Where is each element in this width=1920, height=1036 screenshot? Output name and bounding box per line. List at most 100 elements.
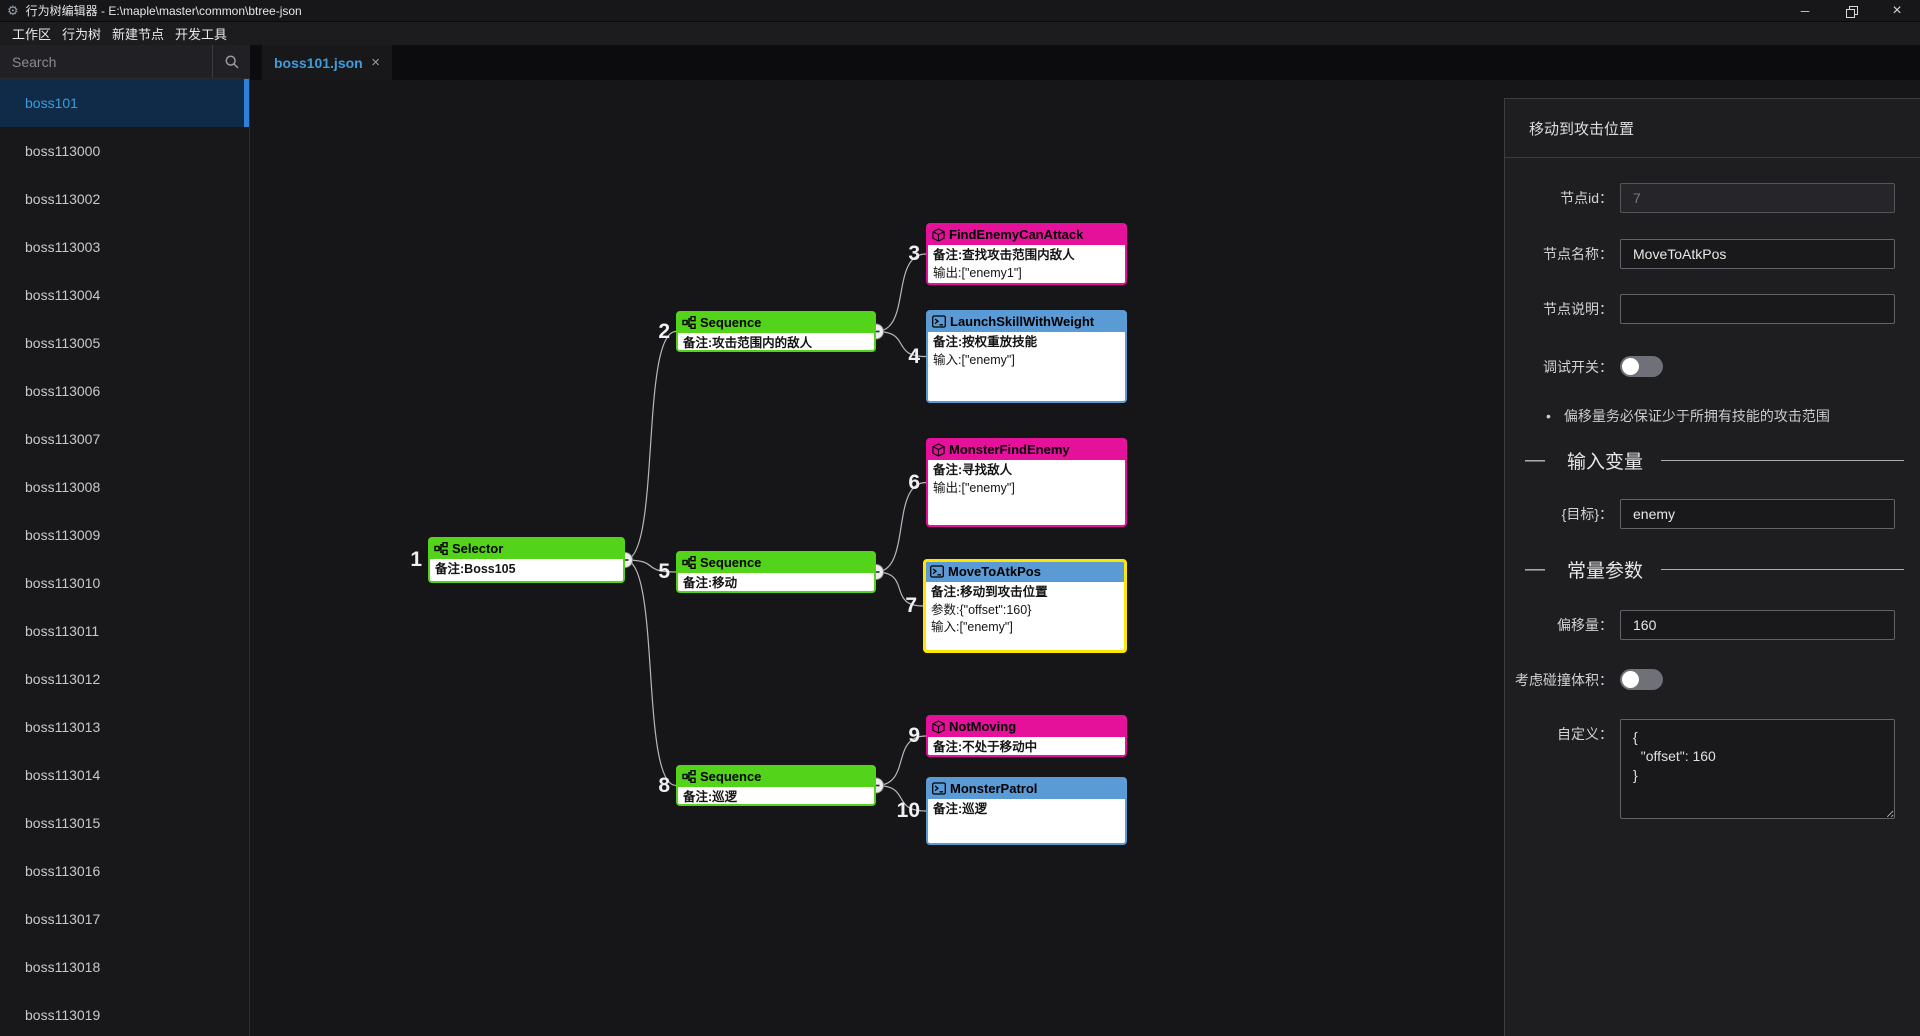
sidebar-item-boss113011[interactable]: boss113011 (0, 607, 249, 655)
restore-button[interactable] (1828, 0, 1874, 21)
sidebar-item-label: boss113015 (25, 815, 101, 831)
node-title: MonsterPatrol (928, 779, 1125, 799)
sidebar-item-boss113015[interactable]: boss113015 (0, 799, 249, 847)
target-input[interactable] (1620, 499, 1895, 529)
sidebar-item-boss113005[interactable]: boss113005 (0, 319, 249, 367)
node-body: 备注:按权重放技能输入:["enemy"] (928, 332, 1125, 371)
debug-switch-row: 调试开关： (1505, 356, 1895, 377)
offset-input[interactable] (1620, 610, 1895, 640)
titlebar: ⚙ 行为树编辑器 - E:\maple\master\common\btree-… (0, 0, 1920, 22)
sidebar-item-label: boss113017 (25, 911, 101, 927)
sidebar-item-label: boss113009 (25, 527, 101, 543)
tab-boss101-json[interactable]: boss101.json × (262, 45, 392, 80)
target-label: {目标}： (1561, 506, 1613, 522)
edge-line (875, 330, 927, 358)
hint-note: • 偏移量务必保证少于所拥有技能的攻击范围 (1546, 407, 1900, 425)
tab-close-icon[interactable]: × (371, 54, 380, 71)
search-row (0, 45, 250, 79)
node-name-input[interactable] (1620, 239, 1895, 269)
tree-node-LaunchSkillWithWeight[interactable]: LaunchSkillWithWeight 备注:按权重放技能输入:["enemy… (926, 310, 1127, 403)
custom-json-textarea[interactable]: { "offset": 160 } (1620, 719, 1895, 819)
menu-item-新建节点[interactable]: 新建节点 (112, 27, 165, 42)
sidebar-item-boss113007[interactable]: boss113007 (0, 415, 249, 463)
window-title: 行为树编辑器 - E:\maple\master\common\btree-js… (25, 4, 302, 18)
sidebar-item-boss113012[interactable]: boss113012 (0, 655, 249, 703)
section-title: 常量参数 (1567, 561, 1644, 582)
node-order-badge: 2 (658, 319, 670, 343)
collision-row: 考虑碰撞体积： (1505, 669, 1895, 690)
node-name-label: LaunchSkillWithWeight (950, 314, 1095, 329)
node-title: MonsterFindEnemy (928, 440, 1125, 460)
node-name-label: Sequence (700, 769, 762, 784)
node-body: 备注:巡逻 (678, 787, 874, 804)
sidebar-item-label: boss113006 (25, 383, 101, 399)
input-vars-section: — 输入变量 (1525, 447, 1904, 474)
menu-item-开发工具[interactable]: 开发工具 (175, 27, 228, 42)
sidebar-item-boss113008[interactable]: boss113008 (0, 463, 249, 511)
sidebar-item-boss113016[interactable]: boss113016 (0, 847, 249, 895)
tree-node-Sequence[interactable]: Sequence 备注:巡逻 (676, 765, 876, 806)
node-detail-line: 输出:["enemy"] (933, 480, 1015, 495)
collision-toggle[interactable] (1620, 669, 1663, 690)
node-order-badge: 5 (658, 560, 670, 583)
node-name-label: 节点名称： (1543, 246, 1613, 262)
cube-icon (932, 719, 945, 734)
section-dash: — (1525, 449, 1545, 471)
node-order-badge: 4 (908, 344, 920, 368)
node-name-label: Sequence (700, 315, 762, 330)
node-title: Sequence (678, 313, 874, 333)
node-title: NotMoving (928, 717, 1125, 737)
node-name-label: Selector (452, 541, 504, 556)
sidebar-item-boss113002[interactable]: boss113002 (0, 175, 249, 223)
node-id-input (1620, 183, 1895, 213)
close-button[interactable]: × (1874, 0, 1920, 21)
node-body: 备注:寻找敌人输出:["enemy"] (928, 460, 1125, 499)
menu-item-工作区[interactable]: 工作区 (12, 27, 52, 42)
node-id-row: 节点id： (1505, 183, 1895, 213)
sidebar-item-boss113006[interactable]: boss113006 (0, 367, 249, 415)
node-detail-line: 备注:查找攻击范围内敌人 (933, 248, 1075, 262)
node-detail-line: 备注:移动 (683, 576, 738, 590)
node-body: 备注:不处于移动中 (928, 737, 1125, 755)
sidebar-item-boss113003[interactable]: boss113003 (0, 223, 249, 271)
minimize-button[interactable]: ─ (1782, 0, 1828, 21)
sidebar-item-label: boss113010 (25, 575, 101, 591)
sidebar-item-boss113019[interactable]: boss113019 (0, 991, 249, 1036)
node-detail-line: 备注:巡逻 (933, 802, 988, 816)
menubar: 工作区行为树新建节点开发工具 (0, 22, 1920, 45)
sidebar-item-label: boss113018 (25, 959, 101, 975)
menu-item-行为树[interactable]: 行为树 (62, 27, 102, 42)
sidebar-item-boss113000[interactable]: boss113000 (0, 127, 249, 175)
node-detail-line: 备注:巡逻 (683, 790, 738, 804)
window-controls: ─ × (1782, 0, 1920, 21)
sidebar-item-label: boss113013 (25, 719, 101, 735)
sidebar-item-boss101[interactable]: boss101 (0, 79, 249, 127)
edge-line (875, 784, 927, 812)
sidebar-item-boss113009[interactable]: boss113009 (0, 511, 249, 559)
sidebar-item-boss113010[interactable]: boss113010 (0, 559, 249, 607)
node-desc-input[interactable] (1620, 294, 1895, 324)
custom-json-row: 自定义： { "offset": 160 } (1505, 719, 1895, 819)
node-desc-row: 节点说明： (1505, 294, 1895, 324)
sidebar-item-boss113017[interactable]: boss113017 (0, 895, 249, 943)
sidebar-item-boss113013[interactable]: boss113013 (0, 703, 249, 751)
edge-line (624, 330, 677, 561)
node-detail-line: 备注:攻击范围内的敌人 (683, 336, 813, 350)
sidebar-item-boss113004[interactable]: boss113004 (0, 271, 249, 319)
search-button[interactable] (212, 45, 250, 78)
tree-node-MonsterPatrol[interactable]: MonsterPatrol 备注:巡逻 (926, 777, 1127, 845)
bullet-icon: • (1546, 408, 1551, 424)
edge-line (624, 559, 677, 787)
search-input[interactable] (0, 45, 212, 78)
debug-toggle[interactable] (1620, 356, 1663, 377)
sidebar-item-boss113018[interactable]: boss113018 (0, 943, 249, 991)
node-body: 备注:移动 (678, 573, 874, 591)
tree-node-Sequence[interactable]: Sequence 备注:攻击范围内的敌人 (676, 311, 876, 352)
sidebar-item-boss113014[interactable]: boss113014 (0, 751, 249, 799)
